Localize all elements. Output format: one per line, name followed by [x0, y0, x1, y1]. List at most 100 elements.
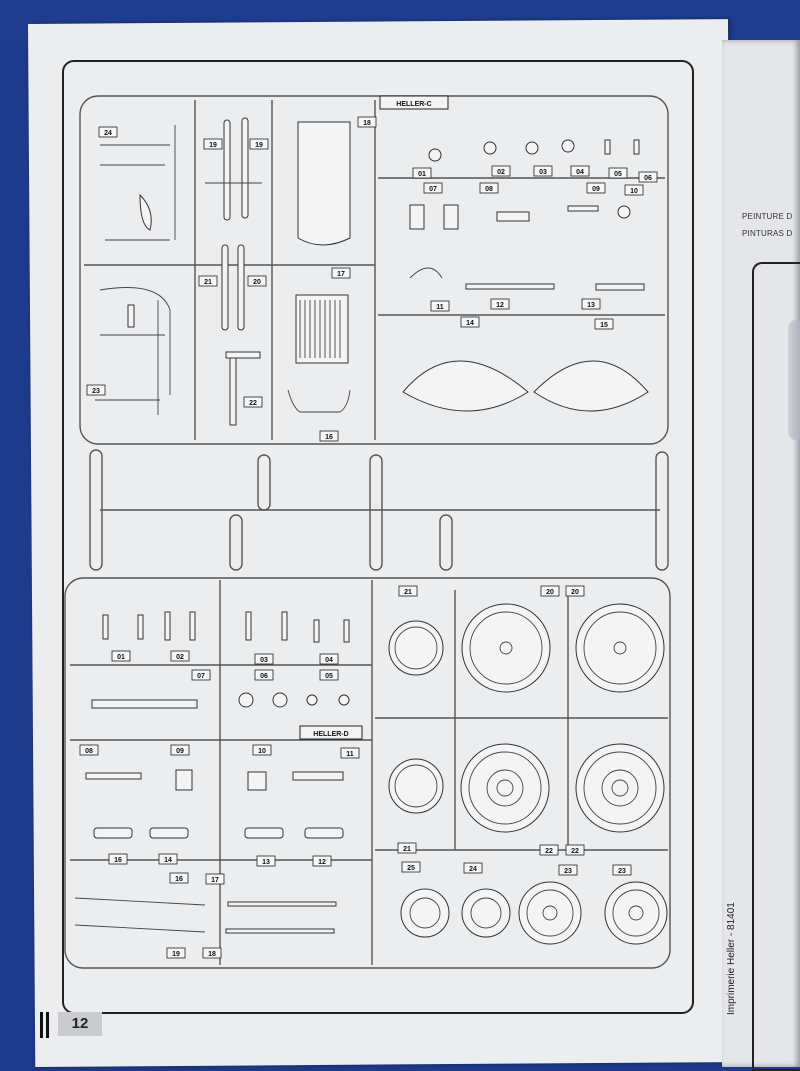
lower-part-number: 14 [164, 857, 172, 864]
lower-part-number: 09 [176, 748, 184, 755]
upper-label-box [319, 430, 339, 442]
lower-part-number: 05 [325, 673, 333, 680]
lower-part-number: 07 [197, 673, 205, 680]
lower-label-box [205, 873, 225, 885]
lower-label-box [401, 861, 421, 873]
part-11-15-row [409, 267, 645, 291]
wheel-23-left [518, 881, 582, 945]
part-19-rods [205, 117, 262, 221]
upper-label-box [479, 182, 499, 194]
part-14-15-fenders [402, 360, 649, 412]
lower-label-box [108, 853, 128, 865]
lower-part-number: 18 [208, 951, 216, 958]
sprue-connectors [89, 449, 669, 571]
lower-part-number: 24 [469, 866, 477, 873]
hub-24 [461, 888, 511, 938]
upper-part-number: 18 [363, 120, 371, 127]
lower-part-number: 19 [172, 951, 180, 958]
lower-part-number: 13 [262, 859, 270, 866]
upper-label-box [247, 275, 267, 287]
upper-part-number: 02 [497, 169, 505, 176]
upper-label-box [412, 167, 432, 179]
upper-sprue-frame [79, 95, 669, 445]
lower-label-box [158, 853, 178, 865]
lower-part-number: 21 [404, 589, 412, 596]
upper-label-box [608, 167, 628, 179]
lower-label-box [202, 947, 222, 959]
upper-part-number: 24 [104, 130, 112, 137]
upper-label-box [86, 384, 106, 396]
part-17-grille [295, 294, 349, 364]
upper-part-number: 19 [255, 142, 263, 149]
lower-part-number: 06 [260, 673, 268, 680]
adjacent-page [722, 40, 800, 1067]
lower-label-box [612, 864, 632, 876]
page-edge-marks [40, 1012, 54, 1038]
upper-label-box [460, 316, 480, 328]
lower-part-number: 22 [571, 848, 579, 855]
lower-label-box [397, 842, 417, 854]
upper-label-box [581, 298, 601, 310]
part-24-frame-rails [100, 125, 176, 241]
upper-part-number: 19 [209, 142, 217, 149]
upper-part-number: 03 [539, 169, 547, 176]
upper-label-box [638, 171, 658, 183]
lower-label-box [539, 844, 559, 856]
lower-part-number: 23 [564, 868, 572, 875]
lower-label-box [254, 669, 274, 681]
upper-part-number: 06 [644, 175, 652, 182]
lower-part-number: 01 [117, 654, 125, 661]
lower-part-number: 20 [571, 589, 579, 596]
lower-part-number: 03 [260, 657, 268, 664]
lower-brand-plate [299, 725, 363, 740]
right-page-line-1: PEINTURE D [742, 212, 793, 221]
lower-part-number: 12 [318, 859, 326, 866]
upper-label-box [203, 138, 223, 150]
upper-label-box [570, 165, 590, 177]
upper-label-box [249, 138, 269, 150]
upper-part-number: 07 [429, 186, 437, 193]
upper-label-box [430, 300, 450, 312]
lower-label-box [169, 872, 189, 884]
upper-label-box [198, 275, 218, 287]
lower-label-box [565, 585, 585, 597]
hub-25 [400, 888, 450, 938]
part-21-20-rods [221, 244, 245, 331]
upper-part-number: 17 [337, 271, 345, 278]
tyre-21-upper [388, 620, 444, 676]
lower-label-box [463, 862, 483, 874]
upper-brand: HELLER-C [396, 101, 431, 108]
lower-label-box [565, 844, 585, 856]
lower-label-box [340, 747, 360, 759]
upper-label-box [533, 165, 553, 177]
wheel-23-right [604, 881, 668, 945]
upper-part-number: 22 [249, 400, 257, 407]
lower-label-box [166, 947, 186, 959]
part-23-frame [95, 287, 171, 415]
lower-part-number: 10 [258, 748, 266, 755]
right-page-illustration [788, 320, 800, 440]
lower-label-box [312, 855, 332, 867]
upper-part-number: 09 [592, 186, 600, 193]
upper-part-number: 23 [92, 388, 100, 395]
upper-label-box [243, 396, 263, 408]
lower-label-box [79, 744, 99, 756]
upper-label-box [331, 267, 351, 279]
lower-part-number: 16 [114, 857, 122, 864]
upper-brand-plate [379, 95, 449, 110]
lower-part-number: 25 [407, 865, 415, 872]
lower-label-box [170, 744, 190, 756]
wheel-22-right [575, 743, 665, 833]
upper-label-box [594, 318, 614, 330]
upper-part-number: 20 [253, 279, 261, 286]
wheel-20-right [575, 603, 665, 693]
lower-part-number: 20 [546, 589, 554, 596]
wheel-20-left [461, 603, 551, 693]
upper-label-box [491, 165, 511, 177]
lower-part-number: 02 [176, 654, 184, 661]
part-c-small-parts [409, 139, 640, 230]
upper-part-number: 11 [436, 304, 444, 311]
wheel-22-left [460, 743, 550, 833]
